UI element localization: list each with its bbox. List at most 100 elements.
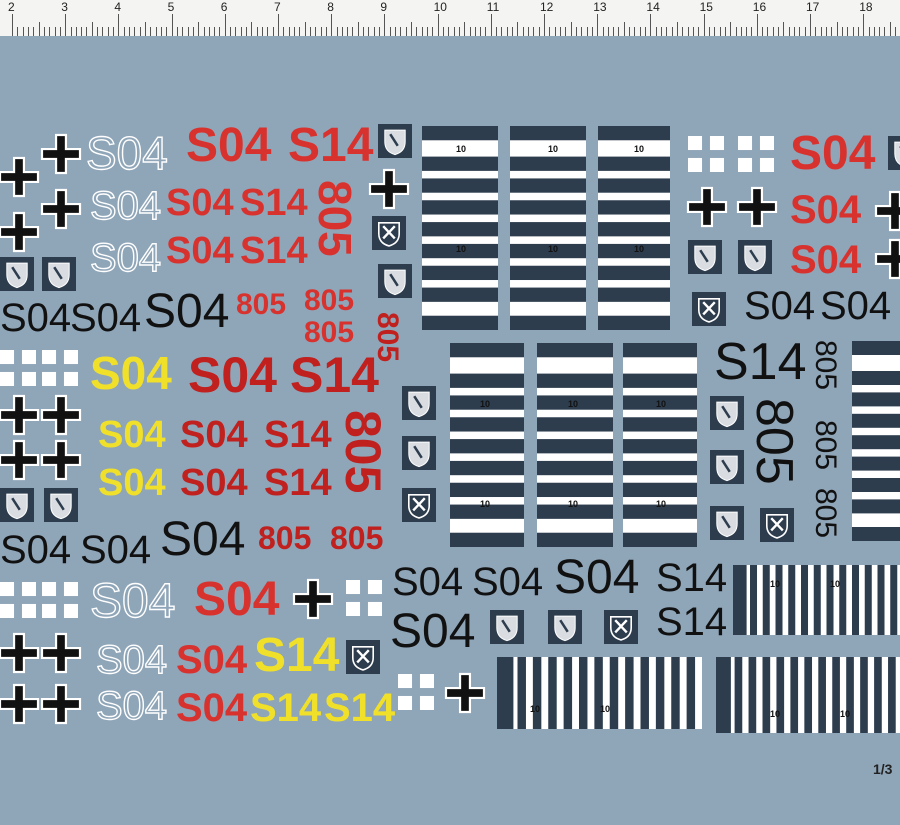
- ruler-tick: [735, 27, 737, 36]
- shield-emblem-icon: [888, 136, 900, 170]
- ruler-tick: [767, 27, 769, 36]
- ruler-tick: [528, 27, 530, 36]
- shield-emblem-icon: [688, 240, 722, 274]
- ruler-tick: [788, 27, 790, 36]
- balkenkreuz-icon: [40, 394, 82, 436]
- shield-emblem-icon: [378, 124, 412, 158]
- marking-n805: 805: [258, 520, 312, 556]
- ruler-tick: [134, 27, 136, 36]
- ruler-tick: [219, 27, 221, 36]
- crossed-hammers-emblem-icon: [760, 508, 794, 542]
- ruler-tick: [490, 14, 492, 36]
- ruler-tick: [810, 14, 811, 36]
- shield-emblem-icon: [402, 436, 436, 470]
- ruler-tick: [575, 27, 577, 36]
- ruler-tick: [554, 27, 556, 36]
- marking-s04: S04: [744, 284, 816, 328]
- ruler-number: 3: [61, 0, 68, 14]
- marking-n10: 10: [656, 499, 667, 509]
- ruler-tick: [33, 27, 35, 36]
- ruler-tick: [618, 27, 620, 36]
- marking-s04: S04: [89, 575, 176, 628]
- outline-cross-icon: [42, 350, 78, 386]
- ruler-tick: [86, 27, 88, 36]
- shield-emblem-icon: [490, 610, 524, 644]
- ruler-tick: [150, 27, 152, 36]
- ruler-tick: [512, 27, 514, 36]
- ruler-tick: [895, 27, 897, 36]
- ruler-tick: [778, 27, 780, 36]
- ruler-tick: [304, 22, 306, 36]
- marking-n10: 10: [480, 499, 491, 509]
- marking-s04: S04: [70, 296, 142, 340]
- ruler-tick: [411, 22, 412, 36]
- crossed-hammers-emblem-icon: [604, 610, 638, 644]
- ruler-tick: [794, 27, 796, 36]
- crossed-hammers-emblem-icon: [402, 488, 436, 522]
- marking-s14: S14: [264, 414, 332, 456]
- zimmerit-stripe-panel: [852, 341, 900, 541]
- ruler-tick: [395, 27, 397, 36]
- ruler-tick: [230, 27, 232, 36]
- ruler-tick: [442, 27, 444, 36]
- ruler-tick: [54, 27, 56, 36]
- marking-s04: S04: [180, 462, 248, 504]
- ruler-tick: [49, 27, 51, 36]
- balkenkreuz-icon: [0, 632, 40, 674]
- balkenkreuz-icon: [40, 439, 82, 481]
- ruler-tick: [59, 27, 61, 36]
- ruler-tick: [724, 27, 726, 36]
- ruler-tick: [405, 27, 407, 36]
- ruler-tick: [267, 27, 269, 36]
- ruler-tick: [474, 27, 476, 36]
- ruler-tick: [538, 27, 540, 36]
- balkenkreuz-icon: [292, 578, 334, 620]
- shield-emblem-icon: [710, 450, 744, 484]
- balkenkreuz-icon: [40, 188, 82, 230]
- ruler-tick: [102, 27, 104, 36]
- marking-n10: 10: [568, 499, 579, 509]
- ruler-tick: [634, 27, 636, 36]
- outline-cross-icon: [346, 580, 382, 616]
- ruler-number: 18: [859, 0, 873, 14]
- ruler-tick: [240, 27, 242, 36]
- ruler-tick: [522, 27, 524, 36]
- ruler-tick: [772, 27, 774, 36]
- ruler-tick: [756, 14, 758, 36]
- ruler-number: 14: [646, 0, 660, 14]
- ruler-tick: [38, 22, 40, 36]
- crossed-hammers-emblem-icon: [372, 216, 406, 250]
- marking-s04: S04: [186, 119, 272, 172]
- marking-n10: 10: [548, 244, 559, 254]
- marking-s14: S14: [264, 462, 332, 504]
- ruler-tick: [283, 27, 285, 36]
- ruler-number: 5: [167, 0, 175, 14]
- ruler-tick: [485, 27, 487, 36]
- ruler-tick: [251, 22, 253, 36]
- marking-n10: 10: [634, 144, 645, 154]
- balkenkreuz-icon: [0, 394, 40, 436]
- ruler-tick: [799, 27, 801, 36]
- marking-s04: S04: [554, 551, 640, 604]
- balkenkreuz-icon: [686, 186, 728, 228]
- ruler-tick: [203, 27, 205, 36]
- ruler-tick: [730, 22, 732, 36]
- marking-s04: S04: [166, 230, 234, 272]
- outline-cross-icon: [688, 136, 724, 172]
- ruler-tick: [602, 27, 604, 36]
- ruler-tick: [645, 27, 647, 36]
- ruler-tick: [309, 27, 311, 36]
- shield-emblem-icon: [738, 240, 772, 274]
- crossed-hammers-emblem-icon: [692, 292, 726, 326]
- marking-n10: 10: [456, 144, 467, 154]
- ruler-tick: [677, 22, 678, 36]
- ruler-tick: [879, 27, 881, 36]
- ruler-tick: [208, 27, 210, 36]
- outline-cross-icon: [398, 674, 434, 710]
- ruler-tick: [597, 14, 599, 36]
- marking-n10: 10: [456, 244, 467, 254]
- outline-cross-icon: [0, 582, 36, 618]
- ruler-tick: [501, 27, 503, 36]
- ruler-tick: [12, 14, 13, 36]
